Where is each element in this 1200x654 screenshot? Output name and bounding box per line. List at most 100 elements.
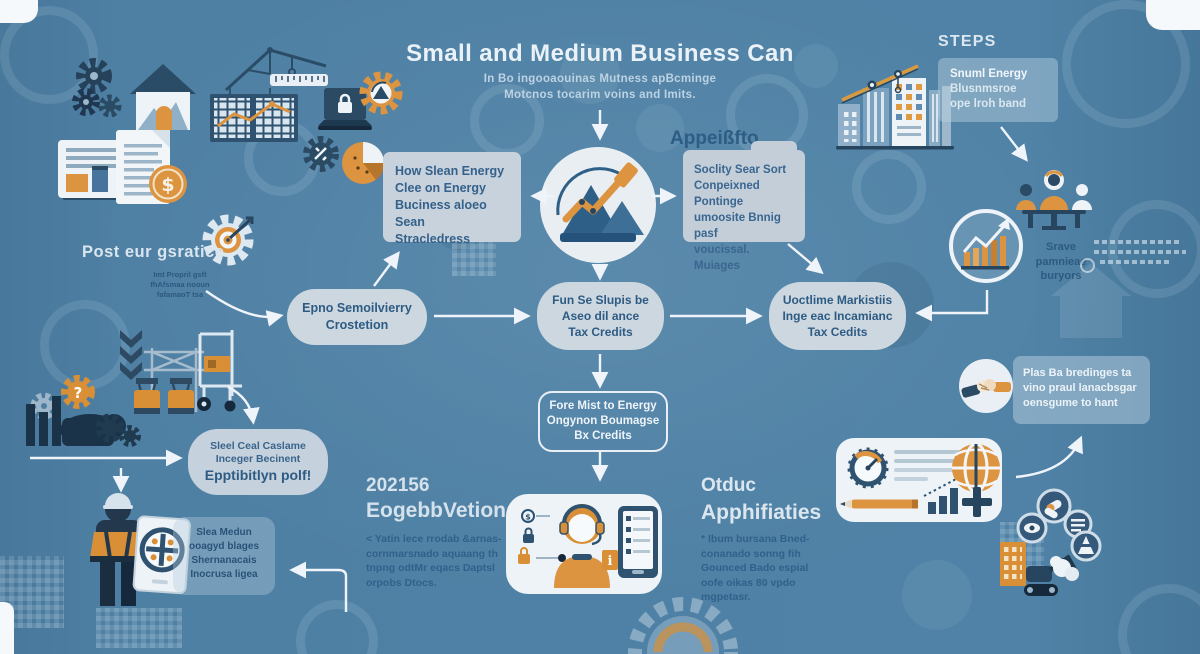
arrow [373,251,400,287]
box-line: Shernanacais [191,555,257,566]
otduc-body: * Ibum bursana Bned- conanado sonng fih … [701,532,831,605]
box-line: umoosite Bnnig pasf [694,212,781,240]
box-line: Fun Se Slupis be [552,293,649,307]
growth-chart-circle-icon [538,145,658,265]
box-line: Inge eac Incamianc [782,309,893,323]
note-line: tnpng odtMr eqacs Daptsl [366,562,495,574]
corner-blob [1146,0,1200,30]
info-glyph: i [608,554,613,569]
folder-tab [751,141,797,157]
note-line: conanado sonng fih [701,547,801,560]
page-title: Small and Medium Business Can [406,40,794,67]
crane-icon [222,40,334,92]
ghost-shape [296,600,378,654]
arrow [1015,435,1083,479]
post-note-heading: Post eur gsratice [82,243,225,261]
note-line: Imt Propril gsft [153,270,207,279]
box-line: Sleel Ceal Caslame [210,439,306,452]
box-line: Bx Credits [574,430,632,442]
pie-chart-icon [340,140,386,186]
box-line: Crostetion [325,318,389,332]
bar-chart-circle-icon [948,208,1024,284]
otduc-heading-1: Otduc [701,475,756,496]
question-glyph: ? [74,384,83,402]
city-buildings-crane-icon [836,58,954,152]
page-subtitle: Motcnos tocarim voins and Imits. [504,89,696,101]
box-line: ooagyd blages [188,541,259,552]
post-note-body: Imt Propril gsft fhAfsmaa nooun fafamaoT… [122,270,238,300]
solar-panel-building-icon [210,86,298,146]
factory-machinery-icon: ? [18,326,268,456]
eligibility-body: < Yatin lece rrodab &arnas- cornmarsnado… [366,532,516,590]
pill-fun-steps: Fun Se Slupis be Aseo dil ance Tax Credi… [537,282,664,350]
box-line: Aseo dil ance [561,309,640,323]
pill-uoctlime: Uoctlime Markistiis Inge eac Incamianc T… [769,282,906,350]
corner-blob [0,0,38,23]
box-line: Soclity Sear Sort [694,164,787,176]
eligibility-year: 202156 [366,475,430,496]
otduc-heading-2: Apphifiaties [701,501,822,524]
society-heading: Appeißfto [670,128,759,149]
box-line: How Slean Energy [395,164,505,178]
note-line: pamnieae [1035,255,1087,268]
note-line: oofe oikas 80 vpdo [701,576,796,589]
business-meeting-icon [1012,168,1096,230]
analytics-card [836,438,1002,522]
box-line: Tax Credits [568,325,633,339]
box-line: Epno Semoilvierry [302,301,412,315]
ghost-shape [1118,584,1200,654]
dollar-coin-icon: $ [148,164,188,204]
note-line: fafamaoT tsa [156,290,204,299]
box-line: Ongynon Boumagse [546,415,660,427]
house-energy-icon [126,60,200,134]
srave-note: Srave pamnieae buryors [1022,240,1100,284]
box-line: Clee on Energy [395,181,486,195]
note-line: buryors [1040,270,1082,282]
dollar-glyph: $ [525,513,531,522]
box-line: Plas Ba bredinges ta [1023,367,1132,379]
support-agent-card: $ i [506,494,662,594]
tiny-text-row [1094,240,1179,244]
ghost-shape [1062,0,1190,128]
page-subtitle: In Bo ingooaouinas Mutness apBcminge [483,73,717,85]
note-line: * Ibum bursana Bned- [701,533,810,545]
tiny-ring-icon [1080,258,1095,273]
ghost-shape [902,560,972,630]
note-line: fhAfsmaa nooun [150,280,210,289]
gears-icon [72,56,124,120]
box-how-energy: How Slean Energy Clee on Energy Buciness… [383,152,521,246]
box-fore-mist: Fore Mist to Energy Ongynon Boumagse Bx … [538,391,668,452]
pill-sleel: Sleel Ceal Caslame Inceger Becinent Eppt… [188,429,328,495]
box-line: vino praul lanacbsgar [1023,382,1137,394]
note-line: cornmarsnado aquaang th [366,547,498,560]
ghost-house [1046,258,1136,343]
box-plas: Plas Ba bredinges ta vino praul lanacbsg… [1013,356,1150,424]
tiny-text-row [1094,250,1186,254]
corner-blob [0,602,14,654]
ghost-shape [0,6,98,104]
excavator-icon [996,538,1086,604]
box-line: Inocrusa ligea [190,569,258,580]
note-line: orpobs Dtocs. [366,576,437,589]
gear-target-icon [198,208,262,272]
dollar-glyph: $ [161,174,174,196]
box-line: Slea Medun [196,527,252,538]
box-line: oensgume to hant [1023,397,1118,409]
orange-gear-mountain-icon [356,68,406,118]
box-line: Blusnmsroe [950,83,1017,95]
note-line: < Yatin lece rrodab &arnas- [366,533,502,545]
ghost-gear-icon [608,592,758,654]
steps-box: Snuml Energy Blusnmsroe ope lroh band [938,58,1058,122]
ghost-shape [560,44,620,104]
box-line: voucissal. Muiages [694,244,750,272]
steps-label: STEPS [938,33,997,50]
box-line: ope lroh band [950,98,1027,110]
ghost-shape [636,104,684,152]
box-society: Soclity Sear Sort Conpeixned Pontinge um… [683,141,805,272]
worker-with-tablet-icon [84,492,194,608]
ghost-shape [96,608,182,648]
box-line: Snuml Energy [950,68,1028,80]
box-line: Epptibitlyn polf! [204,466,312,483]
box-line: Buciness aloeo Sean [395,198,487,229]
